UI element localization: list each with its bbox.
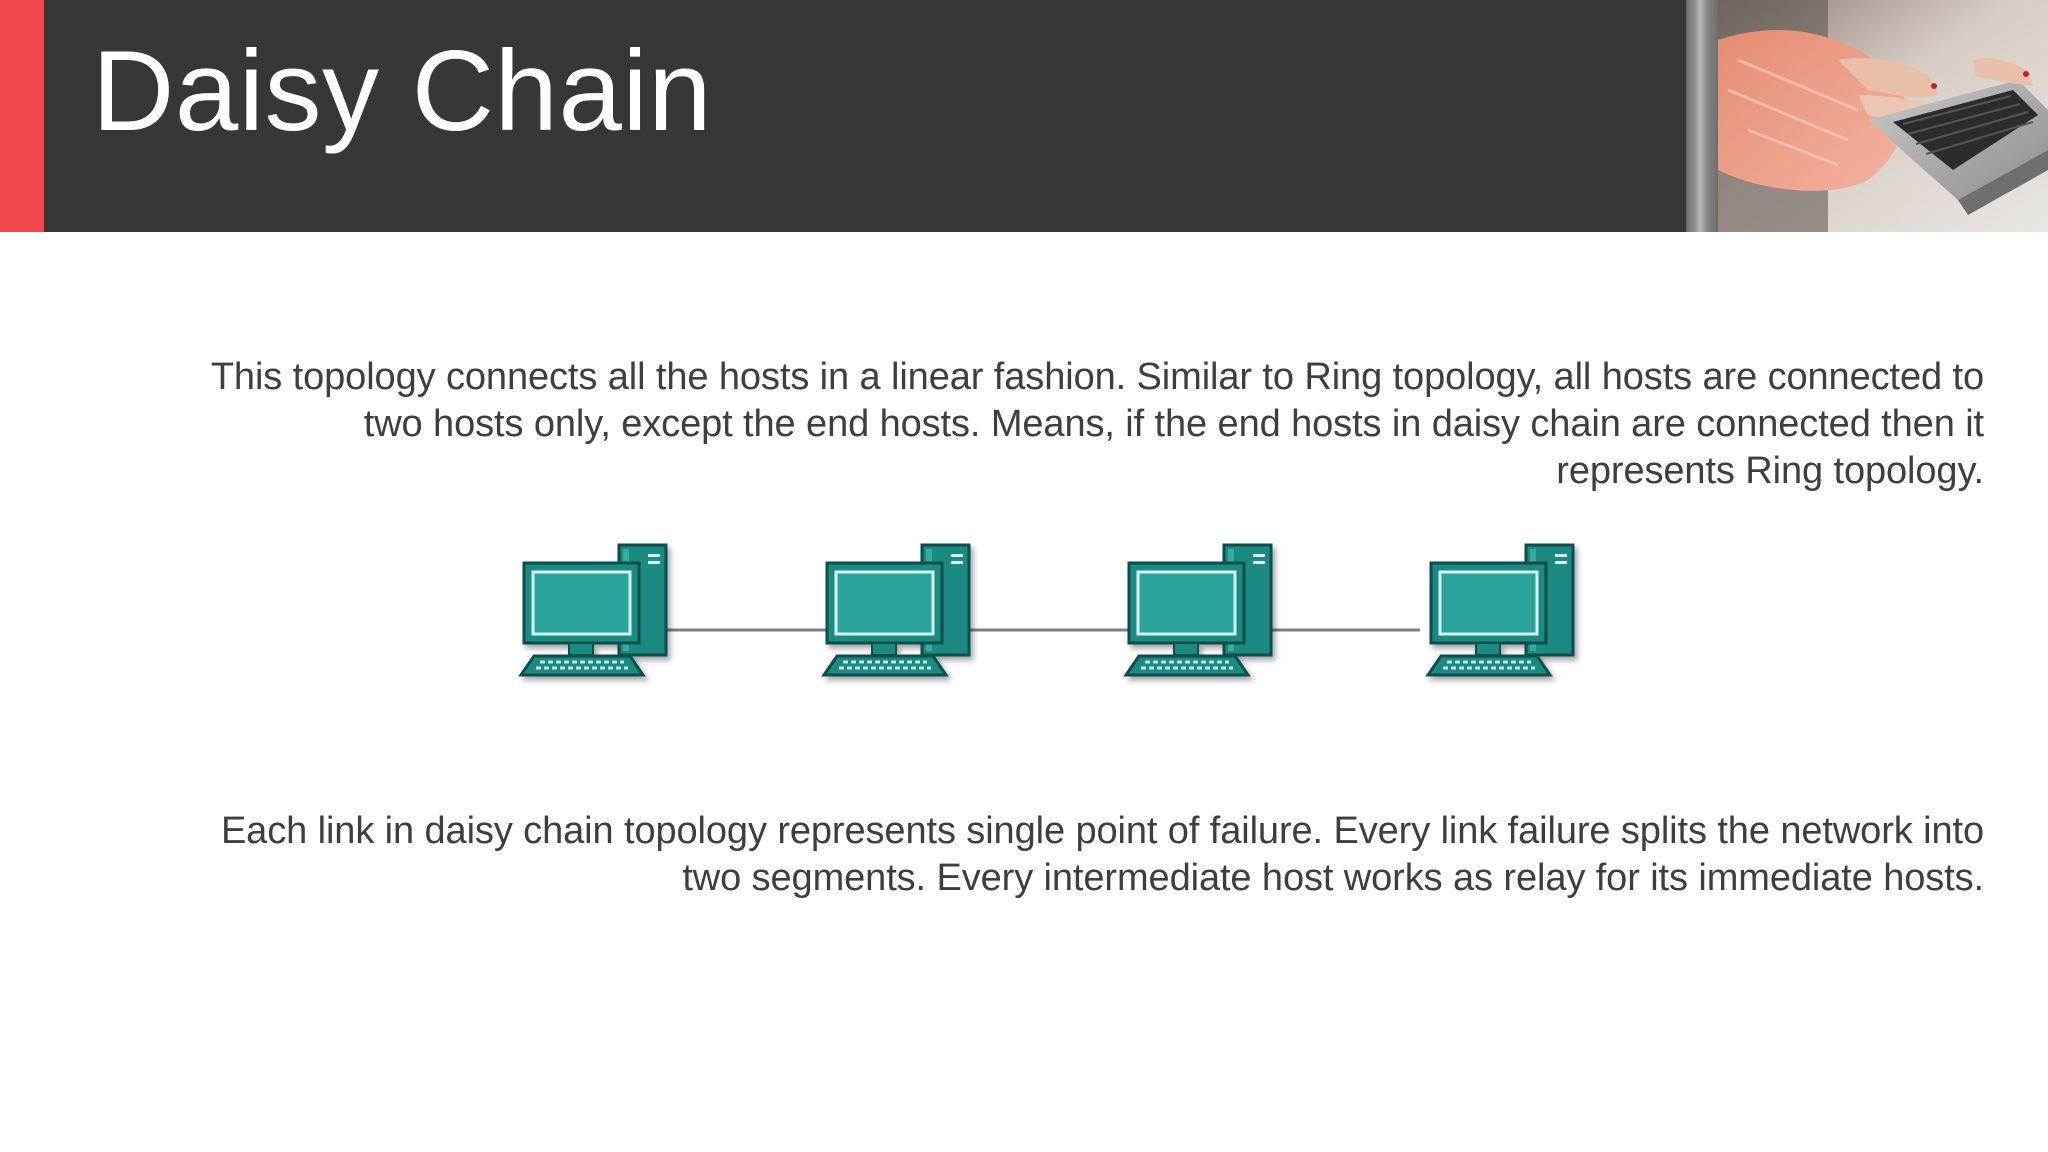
- header-photo: [1718, 0, 2048, 232]
- description-paragraph: This topology connects all the hosts in …: [211, 354, 1984, 495]
- laptop-typing-photo: [1718, 0, 2048, 232]
- paragraph-line: two segments. Every intermediate host wo…: [682, 857, 1984, 899]
- host-computer-icon: [1124, 543, 1273, 677]
- host-computer-icon: [1426, 543, 1575, 677]
- header-divider: [1686, 0, 1718, 232]
- failure-paragraph: Each link in daisy chain topology repres…: [221, 808, 1984, 902]
- paragraph-line: represents Ring topology.: [1556, 450, 1984, 492]
- host-computer-icon: [519, 543, 668, 677]
- host-computer-icon: [822, 543, 971, 677]
- daisy-chain-svg: [519, 543, 1575, 677]
- paragraph-line: two hosts only, except the end hosts. Me…: [363, 403, 1984, 445]
- accent-strip: [0, 0, 44, 232]
- slide-title: Daisy Chain: [92, 28, 713, 155]
- paragraph-line: Each link in daisy chain topology repres…: [220, 810, 1984, 852]
- paragraph-line: This topology connects all the hosts in …: [210, 356, 1984, 398]
- daisy-chain-diagram: [500, 530, 1600, 700]
